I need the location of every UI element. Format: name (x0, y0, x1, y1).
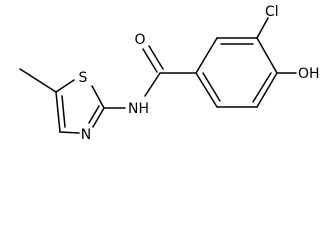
benzene-bond-c4-c5 (256, 72, 278, 108)
molecule-structure: O NH S N Cl OH (19, 4, 320, 143)
substituents (256, 17, 297, 74)
bond-c5-to-methyl (19, 68, 57, 93)
thiazole-bond-c4-n (59, 131, 80, 134)
thiazole-bond-s-c5 (55, 79, 75, 93)
thiazole-bond-n-c2 (92, 107, 105, 128)
benzene-ring (195, 37, 278, 108)
atom-label-o-carbonyl: O (134, 32, 145, 48)
atom-label-nh: NH (128, 101, 149, 117)
amide-group (103, 45, 197, 109)
benzene-bond-c3-c4 (256, 37, 278, 74)
benzene-bond-c6-c1 (195, 72, 218, 108)
thiazole-bond-c5-c4 (55, 91, 61, 133)
thiazole-ring (19, 68, 105, 134)
atom-label-s: S (79, 70, 88, 86)
bond-carbonyl-double-b (148, 45, 164, 70)
atom-label-n-ring: N (81, 127, 91, 143)
atom-label-oh: OH (298, 66, 320, 82)
thiazole-double-n-c2 (88, 105, 100, 124)
benzene-double-c4-c5 (252, 72, 272, 103)
benzene-double-c6-c1 (202, 72, 221, 102)
bond-carbonyl-double-a (142, 48, 158, 73)
bond-ring-to-cl (256, 17, 269, 39)
benzene-bond-c1-c2 (195, 37, 218, 74)
bond-carbonyl-to-nh (144, 72, 161, 97)
thiazole-double-c5-c4 (61, 95, 66, 128)
atom-label-cl: Cl (265, 4, 279, 20)
thiazole-bond-c2-s (91, 85, 105, 109)
